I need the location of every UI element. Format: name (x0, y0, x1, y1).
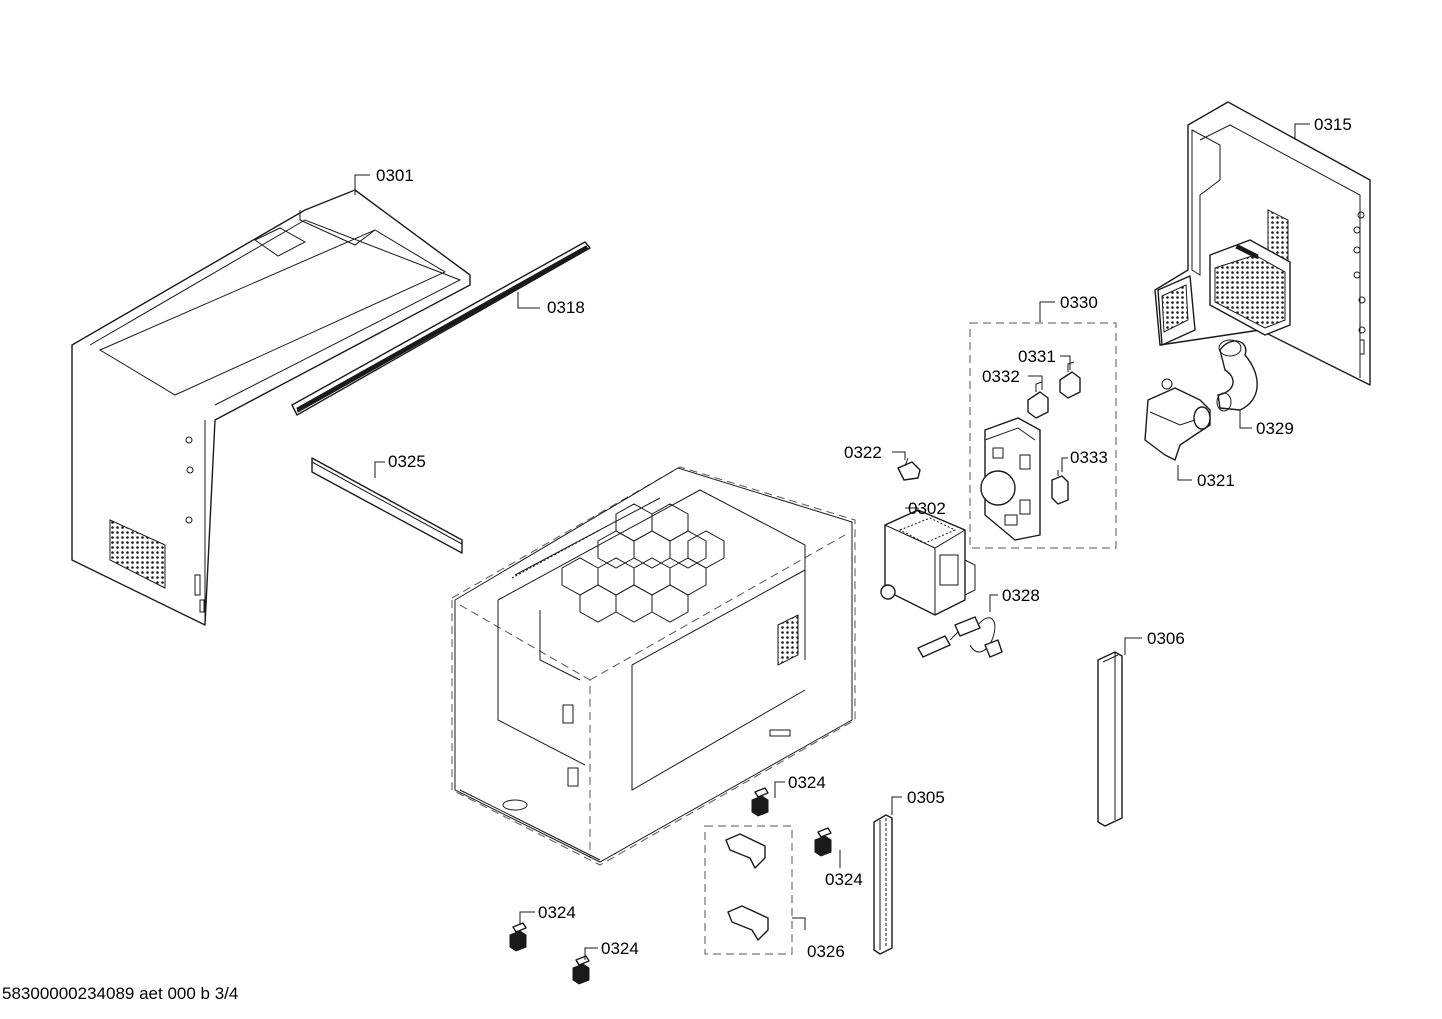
micro-switch-0331 (1059, 361, 1081, 399)
bracket-0326-top (725, 833, 766, 869)
foot-0324-d (572, 955, 590, 985)
thermostat-part (897, 457, 921, 481)
plate-part (311, 457, 463, 554)
bracket-assembly-box (704, 825, 793, 955)
part-label-0324-d: 0324 (601, 939, 639, 958)
air-duct-part (1216, 339, 1258, 412)
switch-0333 (1051, 470, 1069, 505)
seal-strip-part (291, 241, 591, 416)
foot-0324-b (814, 827, 832, 857)
cavity-frame-part (451, 466, 856, 866)
back-panel-part (1154, 101, 1371, 386)
foot-0324-c (509, 922, 527, 952)
part-label-0332: 0332 (982, 367, 1020, 386)
door-rail-0305 (873, 814, 893, 955)
part-label-0305: 0305 (907, 788, 945, 807)
foot-0324-a (751, 787, 769, 817)
part-label-0322: 0322 (844, 443, 882, 462)
part-label-0301: 0301 (376, 166, 414, 185)
part-label-0329: 0329 (1256, 419, 1294, 438)
part-label-0326: 0326 (807, 942, 845, 961)
fan-duct-part (1144, 378, 1211, 461)
part-label-0330: 0330 (1060, 293, 1098, 312)
magnetron-part (880, 509, 976, 616)
part-label-0321: 0321 (1197, 471, 1235, 490)
honeycomb-vent-grid (561, 503, 725, 623)
switch-bracket-part (980, 417, 1041, 541)
document-id: 58300000234089 aet 000 b 3/4 (2, 984, 238, 1003)
switch-assembly-box (969, 322, 1117, 549)
part-label-0325: 0325 (388, 452, 426, 471)
part-label-0324-b: 0324 (825, 870, 863, 889)
wire-harness-part (917, 616, 1003, 658)
door-rail-0306 (1097, 651, 1123, 827)
part-label-0328: 0328 (1002, 586, 1040, 605)
part-label-0315: 0315 (1314, 115, 1352, 134)
outer-casing-part (71, 189, 471, 626)
part-label-0324-c: 0324 (538, 903, 576, 922)
bracket-0326-bottom (727, 905, 769, 941)
part-label-0302: 0302 (908, 499, 946, 518)
leader-lines (354, 123, 1310, 960)
part-label-0306: 0306 (1147, 629, 1185, 648)
part-label-0331: 0331 (1018, 347, 1056, 366)
micro-switch-0332 (1027, 381, 1049, 419)
part-label-0324-a: 0324 (788, 773, 826, 792)
part-label-0318: 0318 (547, 298, 585, 317)
part-label-0333: 0333 (1070, 448, 1108, 467)
